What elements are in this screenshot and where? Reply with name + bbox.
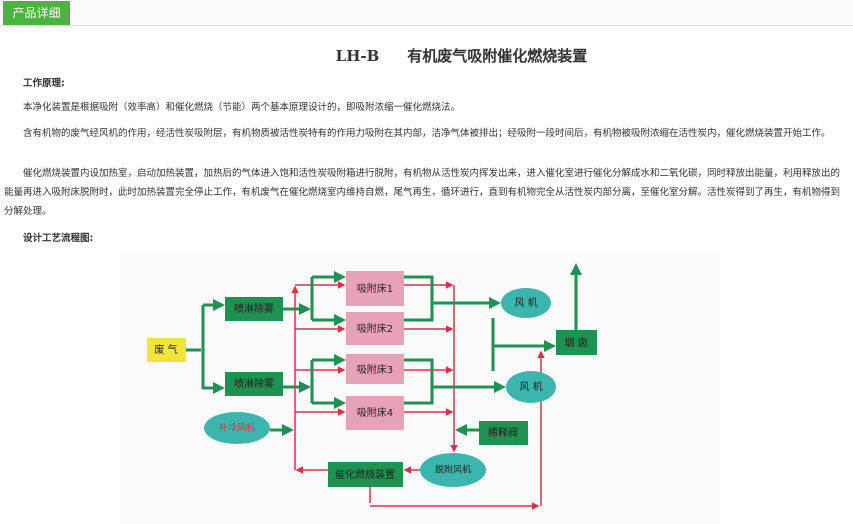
node-label: 催化燃烧装置 bbox=[335, 468, 395, 481]
waste-gas-node: 废 气 bbox=[147, 338, 186, 362]
chimney-node: 烟 囱 bbox=[556, 330, 597, 355]
node-label: 吸附床1 bbox=[357, 282, 393, 295]
node-label: 喷淋除雾 bbox=[234, 302, 274, 315]
paragraph-1: 本净化装置是根据吸附（效率高）和催化燃烧（节能）两个基本原理设计的，即吸附浓缩一… bbox=[23, 102, 461, 113]
bed-3: 吸附床3 bbox=[346, 354, 404, 384]
model: LH-B bbox=[335, 47, 380, 65]
bed-2: 吸附床2 bbox=[346, 312, 404, 345]
paragraph-2: 含有机物的废气经风机的作用，经活性炭吸附层，有机物质被活性炭特有的作用力吸附在其… bbox=[23, 128, 831, 139]
fan-2: 风 机 bbox=[506, 371, 556, 403]
node-label: 吸附床3 bbox=[357, 363, 393, 376]
node-label: 脱附风机 bbox=[435, 464, 471, 476]
adsorption-flow-lines bbox=[186, 263, 582, 436]
paragraph-3: 催化燃烧装置内设加热室，启动加热装置，加热后的气体进入饱和活性炭吸附箱进行脱附，… bbox=[4, 168, 841, 217]
desorption-flow-lines bbox=[291, 281, 545, 510]
principle-heading: 工作原理: bbox=[23, 78, 65, 89]
cooling-fan-node: 补冷风机 bbox=[204, 412, 270, 444]
node-label: 废 气 bbox=[154, 343, 177, 356]
node-label: 补冷风机 bbox=[219, 422, 255, 434]
node-label: 风 机 bbox=[519, 380, 542, 393]
page-title: LH-B 有机废气吸附催化燃烧装置 bbox=[0, 45, 853, 66]
desorption-fan-node: 脱附风机 bbox=[420, 453, 486, 487]
bed-1: 吸附床1 bbox=[346, 271, 404, 306]
node-label: 烟 囱 bbox=[564, 336, 587, 349]
flow-heading: 设计工艺流程图: bbox=[23, 233, 94, 244]
product-name: 有机废气吸附催化燃烧装置 bbox=[407, 47, 588, 65]
tab-bar: 产品详细 bbox=[0, 0, 853, 26]
fan-1: 风 机 bbox=[501, 288, 551, 318]
node-label: 稀释阀 bbox=[488, 426, 518, 439]
node-label: 吸附床2 bbox=[357, 322, 393, 335]
bed-4: 吸附床4 bbox=[346, 396, 404, 430]
node-label: 喷淋除雾 bbox=[234, 377, 274, 390]
tab-product-detail[interactable]: 产品详细 bbox=[3, 1, 70, 25]
node-label: 吸附床4 bbox=[357, 406, 393, 419]
dilution-valve-node: 稀释阀 bbox=[479, 421, 528, 445]
spray-node-2: 喷淋除雾 bbox=[225, 372, 283, 396]
catalytic-combustion-node: 催化燃烧装置 bbox=[328, 462, 403, 487]
spray-node-1: 喷淋除雾 bbox=[225, 297, 283, 321]
node-label: 风 机 bbox=[514, 296, 537, 309]
